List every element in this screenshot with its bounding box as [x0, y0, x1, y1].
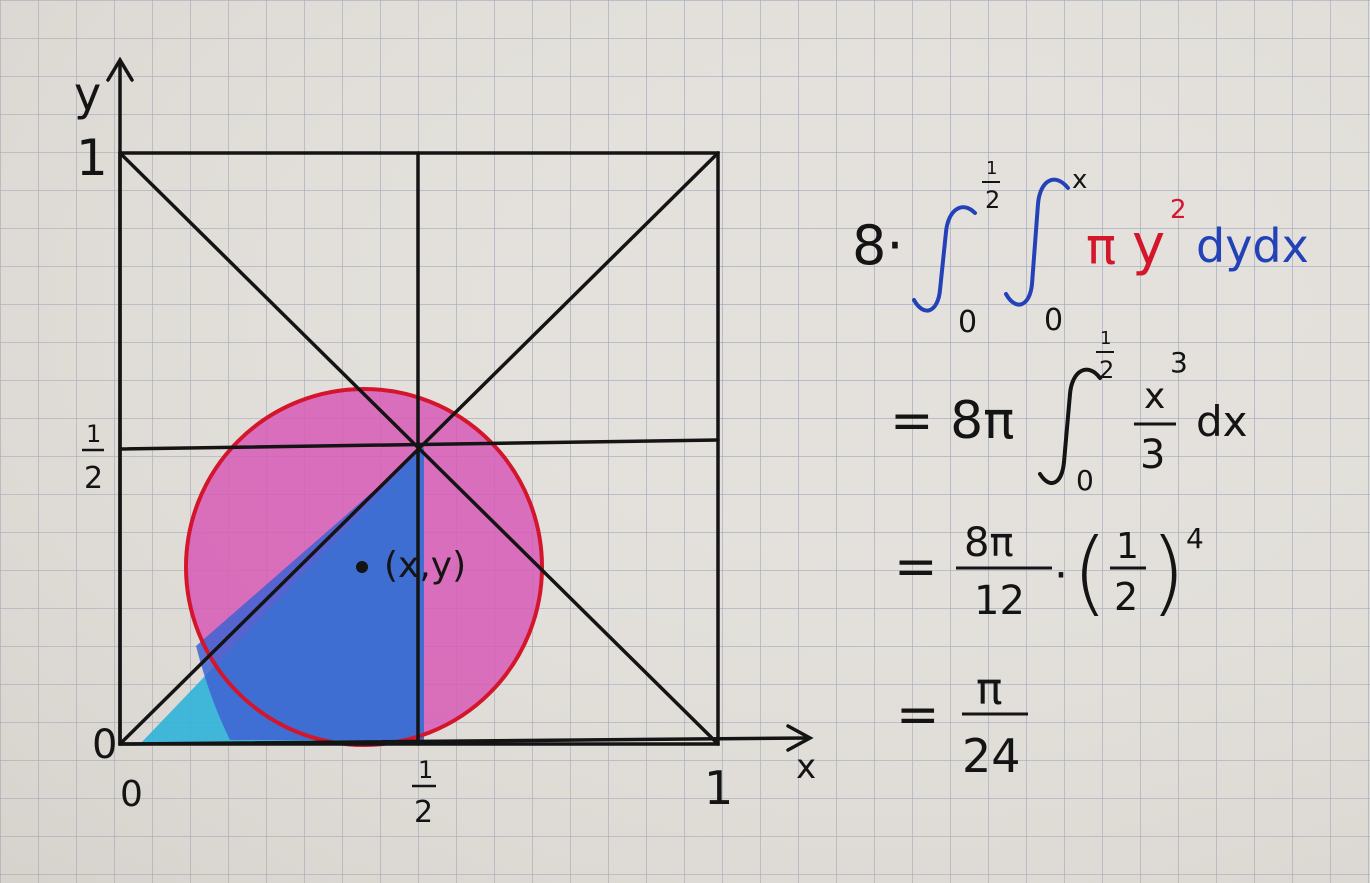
- eq3-frac-num: 8π: [964, 520, 1014, 566]
- eq2-lower: 0: [1076, 464, 1094, 497]
- x-axis-arrowhead: [786, 724, 814, 752]
- point-xy: [356, 561, 368, 573]
- eq2-prefix: = 8π: [890, 391, 1015, 451]
- eq4-equals: =: [896, 685, 940, 745]
- eq3-paren-open: (: [1072, 519, 1108, 626]
- eq2-dx: dx: [1196, 397, 1248, 446]
- x-axis: [118, 736, 810, 746]
- eq4-frac-num: π: [976, 664, 1003, 715]
- eq2-upper-num: 1: [1100, 328, 1111, 349]
- eq1-inner-upper: x: [1072, 165, 1087, 195]
- midline-horizontal: [118, 438, 720, 451]
- eq1-outer-integral-sign: [912, 205, 977, 313]
- y-tick-one: 1: [76, 129, 108, 187]
- eq3-frac-den: 12: [974, 578, 1025, 624]
- eq3-dot: ·: [1054, 550, 1068, 601]
- x-tick-one: 1: [704, 761, 733, 815]
- integration-region-in-circle: [196, 447, 424, 740]
- eq2-upper-den: 2: [1099, 356, 1114, 384]
- y-tick-half-num: 1: [86, 420, 101, 448]
- eq1-integrand-exp: 2: [1170, 195, 1187, 225]
- y-axis-arrowhead: [106, 56, 134, 82]
- point-xy-label: (x,y): [384, 545, 466, 586]
- eq2-integral-sign: [1038, 367, 1102, 485]
- eq3-exp: 4: [1186, 522, 1204, 555]
- x-tick-zero: 0: [120, 774, 143, 815]
- eq3-inner-num: 1: [1116, 526, 1139, 567]
- eq3-inner-den: 2: [1114, 575, 1138, 619]
- x-axis-label: x: [796, 747, 816, 787]
- eq1-inner-lower: 0: [1044, 303, 1063, 338]
- eq3-paren-close: ): [1150, 519, 1186, 626]
- eq1-outer-upper-den: 2: [985, 186, 1000, 214]
- eq4-frac-den: 24: [962, 729, 1021, 783]
- x-tick-half-num: 1: [418, 756, 433, 784]
- y-tick-zero: 0: [92, 722, 117, 768]
- eq1-prefix: 8·: [852, 214, 904, 277]
- x-tick-half-den: 2: [414, 795, 433, 830]
- eq1-integrand-pi: π: [1086, 218, 1116, 276]
- eq1-inner-integral-sign: [1004, 177, 1070, 307]
- eq1-outer-upper-num: 1: [986, 158, 997, 179]
- y-axis-label: y: [74, 67, 101, 121]
- eq2-exp: 3: [1170, 346, 1188, 379]
- eq1-differentials: dydx: [1196, 219, 1309, 273]
- figure: (x,y) y x 1 1 2 0 0 1 2 1: [74, 56, 816, 830]
- y-tick-half-den: 2: [84, 461, 103, 496]
- eq2-frac-num: x: [1144, 376, 1165, 417]
- eq1-outer-lower: 0: [958, 305, 977, 340]
- calculation: 8· 1 2 0 x 0 π y 2 dydx = 8π 1 2 0 x 3 3…: [852, 158, 1309, 783]
- eq1-integrand-y: y: [1132, 213, 1165, 278]
- eq2-frac-den: 3: [1140, 432, 1165, 478]
- eq3-equals: =: [894, 537, 938, 597]
